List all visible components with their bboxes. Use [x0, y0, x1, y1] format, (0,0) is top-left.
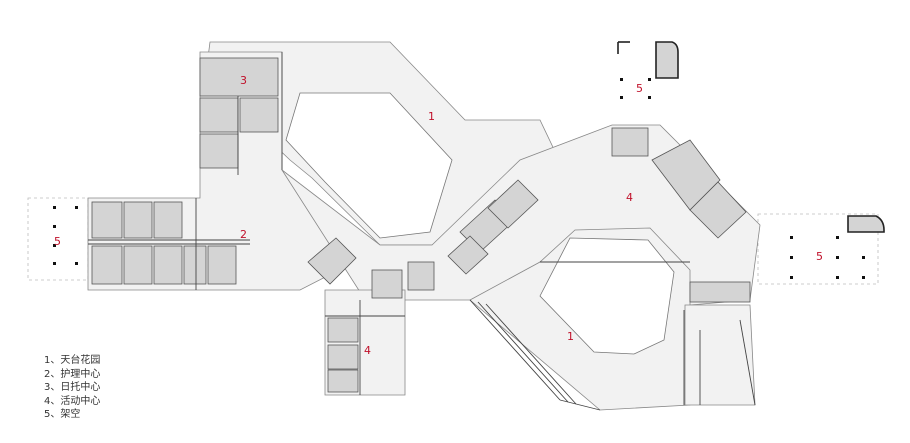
south-courtyard [539, 237, 675, 355]
legend-item-roof-garden: 1、天台花园 [44, 355, 101, 366]
wall-lines [88, 52, 756, 411]
overhead-zones [27, 197, 879, 285]
east-block-plate [684, 304, 756, 406]
courtyards [285, 92, 675, 355]
legend-item-activity-center: 4、活动中心 [44, 395, 101, 407]
zone-number-overhead-north: 5 [636, 82, 643, 95]
rooms [91, 57, 751, 393]
north-pavilion [617, 41, 679, 79]
zone-number-roof-garden-north: 1 [428, 110, 435, 123]
zone-number-activity-north: 4 [626, 191, 633, 204]
legend-item-overhead: 5、架空 [44, 409, 81, 420]
overhead-east-zone [757, 213, 879, 285]
legend-item-care-center: 2、护理中心 [44, 368, 101, 380]
legend: 1、天台花园 2、护理中心 3、日托中心 4、活动中心 5、架空 [44, 354, 100, 422]
zone-number-roof-garden-south: 1 [567, 330, 574, 343]
legend-item-day-care: 3、日托中心 [44, 382, 101, 393]
zone-number-activity-south: 4 [364, 344, 371, 357]
overhead-west-zone [27, 197, 89, 281]
zone-number-overhead-east: 5 [816, 250, 823, 263]
zone-numbers: 1 1 2 3 4 4 5 5 5 [54, 74, 823, 357]
zone-number-care-center: 2 [240, 228, 247, 241]
zone-number-day-care: 3 [240, 74, 247, 87]
north-courtyard [285, 92, 453, 239]
east-pavilion [847, 215, 885, 233]
zone-number-overhead-west: 5 [54, 235, 61, 248]
